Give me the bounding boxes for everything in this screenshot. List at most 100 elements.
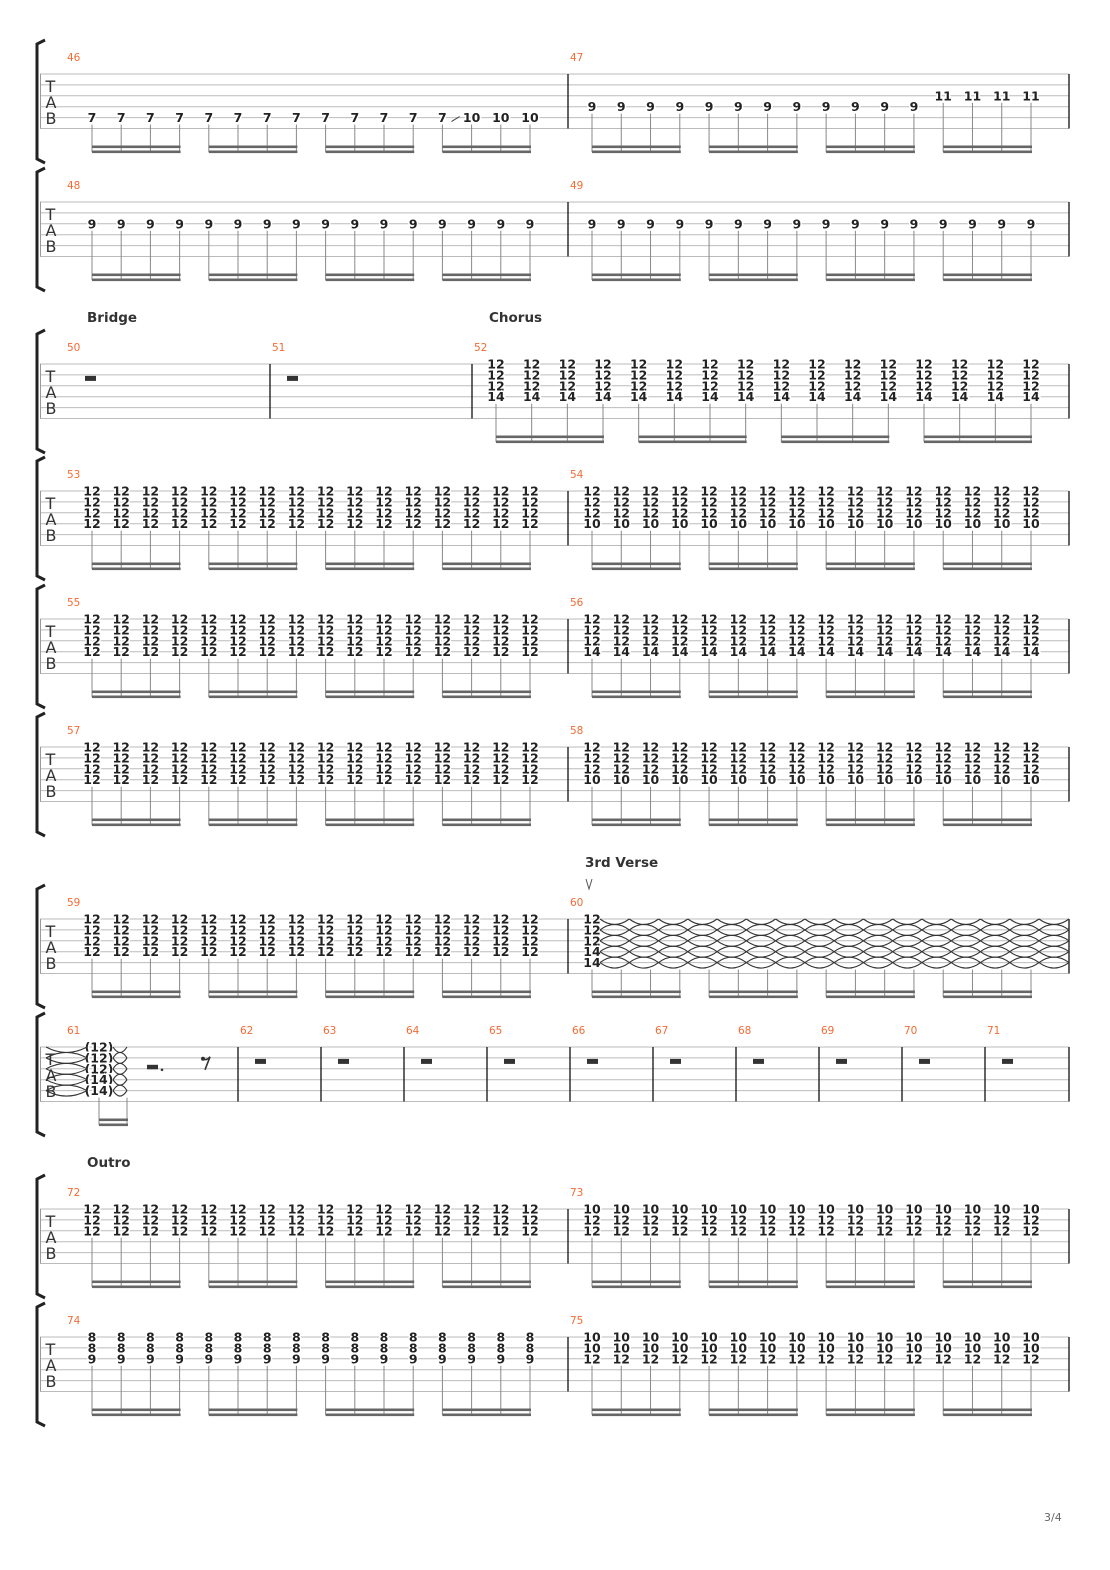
fret-number: 12 [847, 505, 864, 520]
beam [325, 145, 415, 149]
fret-number: 12 [492, 933, 509, 948]
fret-number: 8 [263, 1330, 272, 1345]
fret-number: 10 [700, 1330, 718, 1345]
fret-number: 9 [851, 99, 860, 114]
fret-number: 12 [876, 633, 893, 648]
fret-number: 12 [346, 761, 363, 776]
fret-number: 12 [1022, 1351, 1039, 1366]
fret-number: 9 [88, 1351, 97, 1366]
fret-number: 10 [876, 772, 894, 787]
fret-number: 12 [583, 494, 600, 509]
fret-number: 12 [521, 612, 538, 627]
tie-icon [804, 962, 835, 969]
measure-63: 63 [323, 1025, 349, 1064]
beam [208, 990, 298, 994]
beam [442, 567, 531, 571]
fret-number: 10 [671, 1330, 689, 1345]
fret-number: 12 [993, 1223, 1010, 1238]
fret-number: 12 [375, 933, 392, 948]
fret-number: 12 [346, 494, 363, 509]
fret-number: 12 [487, 367, 504, 382]
measure-57: 5712121212121212121212121212121212121212… [67, 725, 540, 827]
measure-51: 51 [272, 342, 298, 381]
fret-number: 12 [83, 922, 100, 937]
tie-icon [746, 923, 776, 931]
fret-number: 12 [1022, 740, 1039, 755]
tab-clef-letter: B [46, 1244, 57, 1263]
fret-number: 12 [521, 740, 538, 755]
fret-number: 12 [492, 912, 509, 927]
system-bracket [35, 883, 46, 1010]
tab-clef-letter: A [46, 221, 57, 240]
beam [325, 273, 415, 277]
tie-icon [950, 923, 981, 931]
fret-number: 12 [171, 944, 188, 959]
tie-icon [921, 918, 952, 926]
tie-icon [950, 951, 981, 958]
measure-number: 63 [323, 1025, 336, 1037]
fret-number: 12 [258, 922, 275, 937]
fret-number: 12 [521, 633, 538, 648]
measure-number: 46 [67, 52, 81, 64]
beam [943, 567, 1032, 571]
fret-number: 10 [613, 772, 631, 787]
fret-number: 14 [876, 644, 894, 659]
fret-number: 12 [404, 1223, 421, 1238]
fret-number: (12) [85, 1061, 114, 1076]
fret-number: 12 [142, 761, 159, 776]
fret-number: 14 [808, 389, 826, 404]
beam [709, 145, 798, 149]
fret-number: 8 [467, 1340, 476, 1355]
fret-number: 10 [583, 1202, 601, 1217]
fret-number: 12 [817, 505, 834, 520]
fret-number: 12 [492, 612, 509, 627]
fret-number: 12 [700, 505, 717, 520]
fret-number: 9 [851, 216, 860, 231]
fret-number: 10 [993, 516, 1011, 531]
measure-number: 58 [570, 725, 583, 737]
tab-system: TAB5912121212121212121212121212121212121… [35, 855, 1070, 1010]
beam [208, 278, 298, 282]
system-bracket [35, 1301, 46, 1428]
tab-clef-letter: B [46, 1082, 57, 1101]
fret-number: 12 [788, 761, 805, 776]
fret-number: 9 [588, 216, 597, 231]
fret-number: 10 [905, 1202, 923, 1217]
fret-number: 12 [1022, 367, 1039, 382]
fret-number: 12 [83, 1202, 100, 1217]
fret-number: 8 [88, 1340, 97, 1355]
fret-number: 12 [375, 772, 392, 787]
fret-number: 12 [583, 750, 600, 765]
fret-number: 12 [463, 1202, 480, 1217]
fret-number: 9 [263, 216, 272, 231]
beam [709, 695, 798, 699]
beam [92, 150, 181, 154]
tie-icon [1009, 929, 1040, 936]
fret-number: 12 [1022, 378, 1039, 393]
fret-number: 12 [492, 740, 509, 755]
fret-number: 10 [700, 772, 718, 787]
measure-62: 62 [240, 1025, 266, 1064]
tie-icon [775, 929, 806, 936]
beam [208, 1285, 298, 1289]
beam [943, 823, 1032, 827]
measure-number: 47 [570, 52, 583, 64]
tie-icon [980, 940, 1011, 947]
beam [325, 567, 415, 571]
tie-icon [980, 934, 1011, 942]
fret-number: 9 [88, 216, 97, 231]
tab-clef-letter: B [46, 1372, 57, 1391]
fret-number: 12 [521, 750, 538, 765]
fret-number: 10 [1022, 1340, 1040, 1355]
beam [325, 1413, 415, 1417]
fret-number: 9 [617, 99, 626, 114]
fret-number: 10 [993, 1340, 1011, 1355]
fret-number: 12 [700, 484, 717, 499]
whole-rest-icon [670, 1058, 681, 1064]
fret-number: 14 [594, 389, 612, 404]
fret-number: 12 [346, 740, 363, 755]
fret-number: 12 [229, 622, 246, 637]
fret-number: 12 [847, 484, 864, 499]
measure-67: 67 [655, 1025, 681, 1064]
beam [592, 1413, 681, 1417]
